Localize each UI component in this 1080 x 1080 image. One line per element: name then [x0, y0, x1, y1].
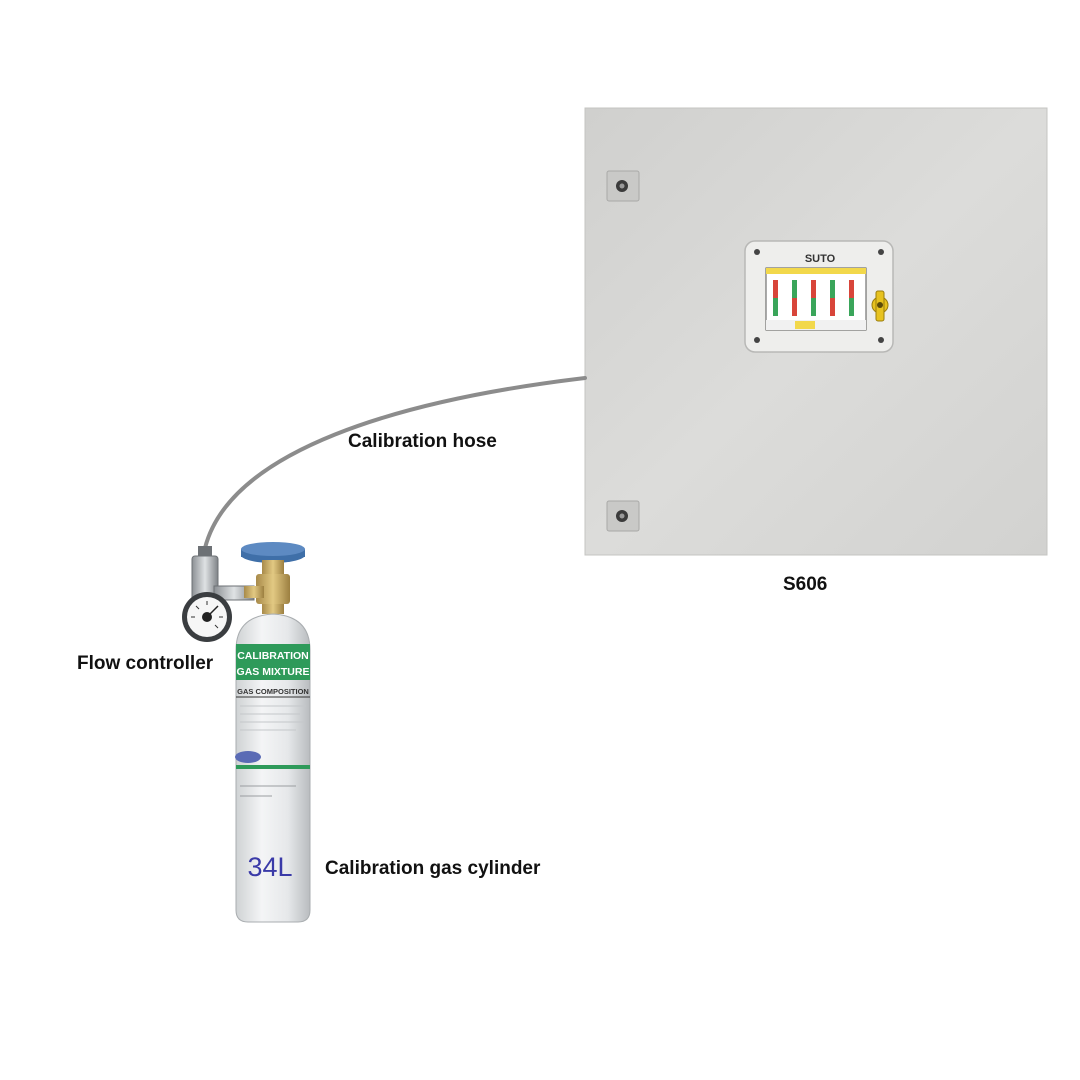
composition-text: GAS COMPOSITION	[237, 687, 309, 696]
calibration-hose-label: Calibration hose	[348, 431, 497, 452]
volume-text: 34L	[247, 852, 292, 882]
screen-bars	[773, 280, 854, 316]
valve-knob	[241, 542, 305, 563]
screen-bar-fill	[849, 298, 854, 316]
cylinder-label-band	[236, 644, 310, 680]
screen-bar-fill	[830, 298, 835, 316]
flow-controller-label: Flow controller	[77, 653, 214, 674]
calibration-gas-cylinder-label: Calibration gas cylinder	[325, 858, 541, 879]
cable-gland	[871, 290, 889, 322]
cabinet-lock-bottom	[606, 500, 640, 532]
band-text-2: GAS MIXTURE	[237, 666, 310, 678]
screen-bar-fill	[811, 298, 816, 316]
screen-bar-fill	[773, 298, 778, 316]
cabinet-lock-top	[606, 170, 640, 202]
s606-label: S606	[783, 574, 828, 595]
band-text-1: CALIBRATION	[237, 650, 309, 662]
calibration-gas-cylinder: CALIBRATION GAS MIXTURE GAS COMPOSITION …	[235, 542, 311, 923]
screen-bar-fill	[792, 298, 797, 316]
calibration-hose	[203, 376, 587, 550]
s606-cabinet: SUTO	[584, 107, 1048, 556]
brand-logo: SUTO	[805, 253, 836, 265]
display-unit: SUTO	[744, 240, 894, 353]
